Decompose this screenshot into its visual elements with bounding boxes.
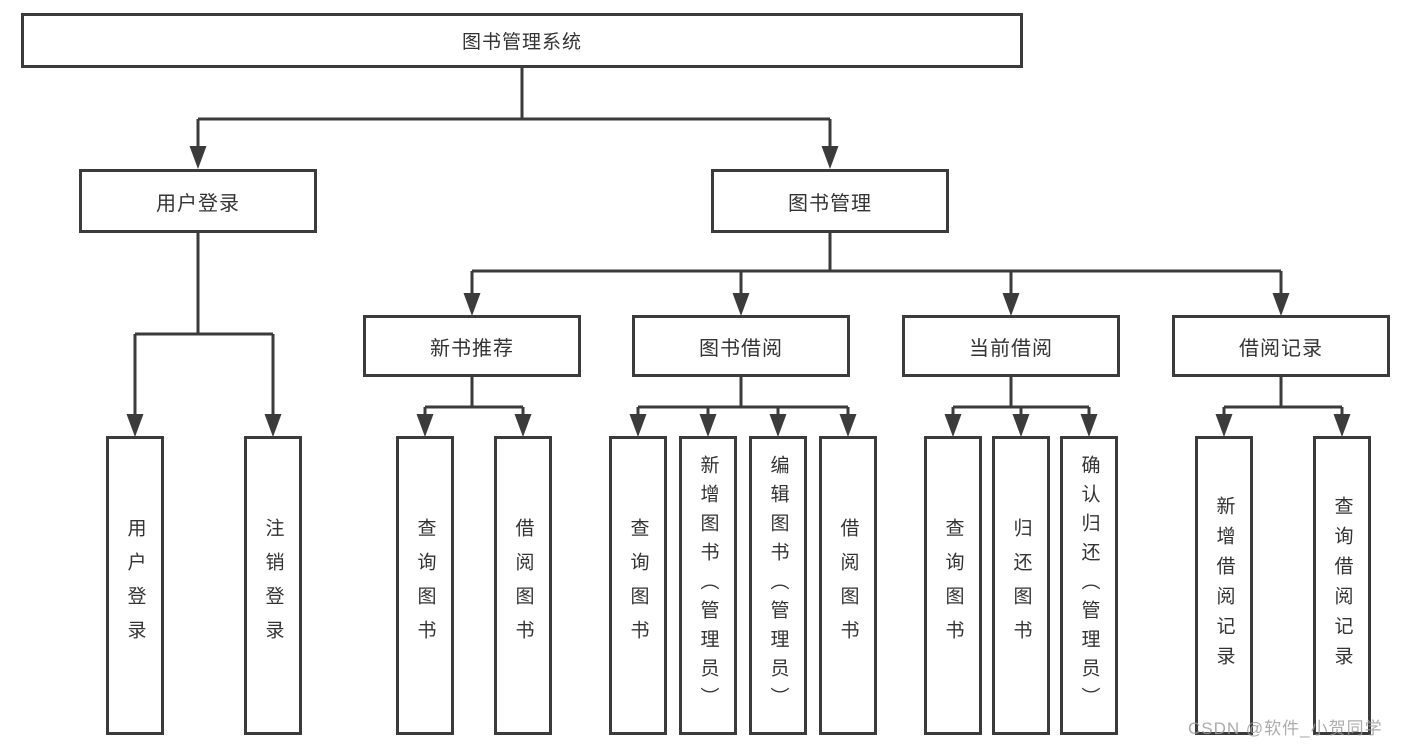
leaf-label-borrowing-borrow-books: 借阅图书 <box>837 517 859 654</box>
node-borrowing-records: 借阅记录 <box>1172 315 1390 377</box>
leaf-recommend-query-books: 查询图书 <box>396 436 454 735</box>
node-book-borrowing: 图书借阅 <box>632 315 850 377</box>
leaf-label-current-query-books: 查询图书 <box>942 517 964 654</box>
leaf-borrowing-query-books: 查询图书 <box>609 436 667 735</box>
leaf-label-return-books: 归还图书 <box>1010 517 1032 654</box>
leaf-label-user-login: 用户登录 <box>124 517 146 654</box>
leaf-label-logout: 注销登录 <box>262 517 284 654</box>
leaf-confirm-return-admin: 确认归还（管理员） <box>1060 436 1118 735</box>
leaf-edit-books-admin: 编辑图书（管理员） <box>749 436 807 735</box>
leaf-current-query-books: 查询图书 <box>924 436 982 735</box>
leaf-label-confirm-return-admin: 确认归还（管理员） <box>1078 455 1100 716</box>
node-label-borrowing-records: 借阅记录 <box>1239 337 1323 360</box>
node-label-user-login: 用户登录 <box>156 192 240 215</box>
leaf-add-books-admin: 新增图书（管理员） <box>679 436 737 735</box>
node-label-book-borrowing: 图书借阅 <box>699 337 783 360</box>
leaf-label-add-books-admin: 新增图书（管理员） <box>697 455 719 716</box>
leaf-return-books: 归还图书 <box>992 436 1050 735</box>
node-label-new-book-recommendation: 新书推荐 <box>430 337 514 360</box>
csdn-watermark: CSDN @软件_小贺同学 <box>1188 719 1383 738</box>
leaf-logout: 注销登录 <box>244 436 302 735</box>
node-label-current-borrowing: 当前借阅 <box>969 337 1053 360</box>
leaf-label-query-borrow-record: 查询借阅记录 <box>1331 495 1353 676</box>
leaf-borrowing-borrow-books: 借阅图书 <box>819 436 877 735</box>
leaf-label-borrowing-query-books: 查询图书 <box>627 517 649 654</box>
leaf-label-recommend-query-books: 查询图书 <box>414 517 436 654</box>
node-label-root: 图书管理系统 <box>461 32 582 53</box>
leaf-add-borrow-record: 新增借阅记录 <box>1195 436 1253 735</box>
node-book-management: 图书管理 <box>711 169 949 233</box>
leaf-query-borrow-record: 查询借阅记录 <box>1313 436 1371 735</box>
node-label-book-management: 图书管理 <box>788 192 872 215</box>
leaf-recommend-borrow-books: 借阅图书 <box>494 436 552 735</box>
leaf-label-edit-books-admin: 编辑图书（管理员） <box>767 455 789 716</box>
leaf-user-login: 用户登录 <box>106 436 164 735</box>
leaf-label-recommend-borrow-books: 借阅图书 <box>512 517 534 654</box>
node-library-management-system: 图书管理系统 <box>21 13 1023 68</box>
leaf-label-add-borrow-record: 新增借阅记录 <box>1213 495 1235 676</box>
node-user-login: 用户登录 <box>79 169 317 233</box>
node-new-book-recommendation: 新书推荐 <box>363 315 581 377</box>
node-current-borrowing: 当前借阅 <box>902 315 1120 377</box>
